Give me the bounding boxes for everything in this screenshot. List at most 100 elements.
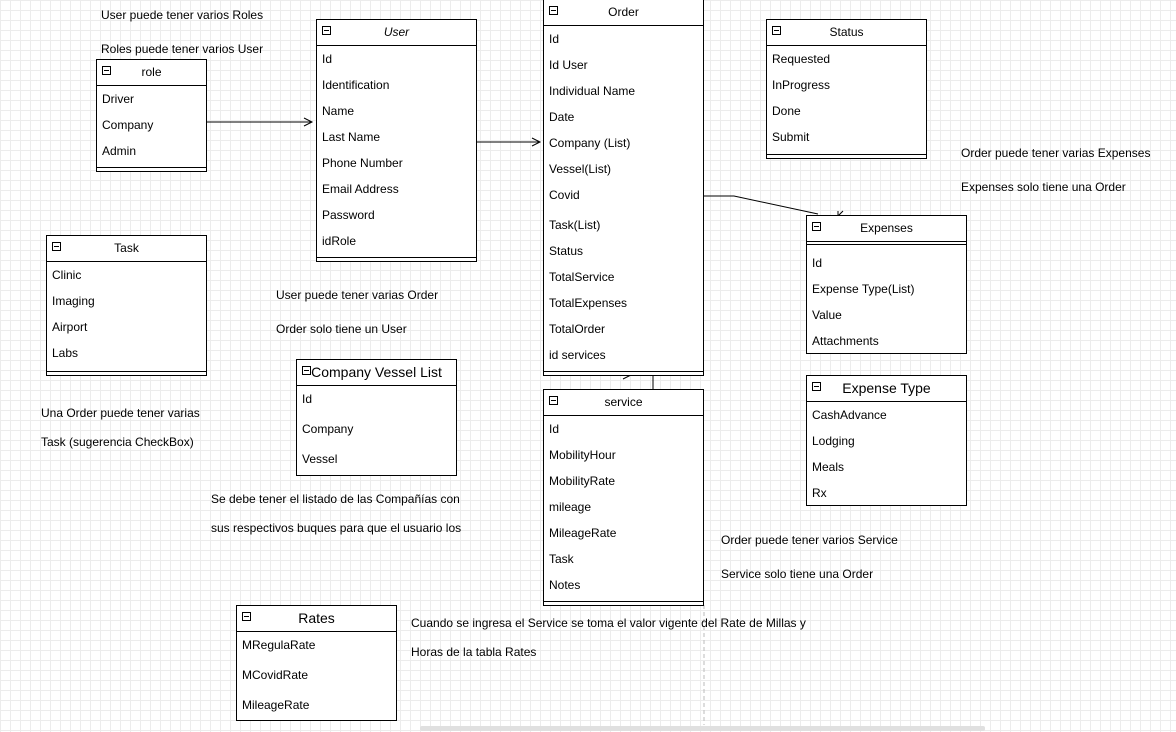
note-order-expenses: Order puede tener varias Expenses: [961, 146, 1151, 160]
entity-field: Individual Name: [549, 84, 636, 98]
entity-field: MCovidRate: [242, 668, 309, 682]
note-order-user: Order solo tiene un User: [276, 322, 407, 336]
entity-title: Task: [114, 241, 139, 255]
entity-field: Rx: [812, 486, 827, 500]
note-rates-line2: Horas de la tabla Rates: [411, 645, 537, 659]
entity-field: Expense Type(List): [812, 282, 915, 296]
entity-field: MRegulaRate: [242, 638, 316, 652]
collapse-icon[interactable]: [322, 26, 331, 35]
collapse-icon[interactable]: [812, 382, 821, 391]
entity-field: CashAdvance: [812, 408, 887, 422]
entity-field: Vessel(List): [549, 162, 612, 176]
entity-field: Covid: [549, 188, 580, 202]
entity-field: Id: [549, 422, 560, 436]
entity-title: User: [383, 25, 410, 39]
collapse-icon[interactable]: [772, 26, 781, 35]
note-order-tasks-line1: Una Order puede tener varias: [41, 406, 200, 420]
entity-field: TotalService: [549, 270, 615, 284]
entity-header: Expense Type: [807, 376, 966, 402]
entity-header: User: [317, 20, 476, 46]
arrowhead-role-user: [303, 117, 314, 127]
entity-field: Driver: [102, 92, 134, 106]
entity-header: Task: [47, 236, 206, 262]
entity-task[interactable]: Task Clinic Imaging Airport Labs: [46, 235, 207, 376]
entity-title: Expense Type: [842, 380, 931, 396]
entity-field: TotalExpenses: [549, 296, 628, 310]
entity-status[interactable]: Status Requested InProgress Done Submit: [766, 19, 927, 159]
note-service-order: Service solo tiene una Order: [721, 567, 874, 581]
entity-field: Task(List): [549, 218, 601, 232]
entity-field: Done: [772, 104, 801, 118]
note-user-orders: User puede tener varias Order: [276, 288, 439, 302]
entity-divider: [544, 601, 703, 602]
entity-field: MileageRate: [242, 698, 310, 712]
entity-field: Meals: [812, 460, 845, 474]
note-companies-line2: sus respectivos buques para que el usuar…: [211, 521, 462, 535]
entity-field: idRole: [322, 234, 357, 248]
entity-field: Task: [549, 552, 574, 566]
entity-service[interactable]: service Id MobilityHour MobilityRate mil…: [543, 389, 704, 606]
entity-field: Submit: [772, 130, 810, 144]
entity-field: MileageRate: [549, 526, 617, 540]
horizontal-scrollbar[interactable]: [420, 726, 985, 731]
collapse-icon[interactable]: [52, 242, 61, 251]
entity-title: service: [604, 395, 643, 409]
entity-divider: [97, 167, 206, 168]
entity-title: Company Vessel List: [311, 364, 442, 380]
arrowhead-user-order: [531, 137, 542, 147]
entity-expense-type[interactable]: Expense Type CashAdvance Lodging Meals R…: [806, 375, 967, 506]
entity-field: Requested: [772, 52, 831, 66]
entity-field: Airport: [52, 320, 88, 334]
entity-field: TotalOrder: [549, 322, 606, 336]
entity-rates[interactable]: Rates MRegulaRate MCovidRate MileageRate: [236, 605, 397, 721]
entity-field: Attachments: [812, 334, 879, 348]
collapse-icon[interactable]: [549, 6, 558, 15]
entity-field: Company: [302, 422, 354, 436]
connector-order-expenses: [704, 195, 819, 215]
entity-company-vessel-list[interactable]: Company Vessel List Id Company Vessel: [296, 359, 457, 476]
entity-field: mileage: [549, 500, 592, 514]
entity-divider: [544, 371, 703, 372]
note-user-roles: User puede tener varios Roles: [101, 8, 264, 22]
entity-title: Order: [608, 5, 639, 19]
entity-field: Admin: [102, 144, 137, 158]
note-order-tasks-line2: Task (sugerencia CheckBox): [41, 435, 194, 449]
entity-field: Imaging: [52, 294, 95, 308]
entity-title: Status: [829, 25, 864, 39]
collapse-icon[interactable]: [242, 612, 251, 621]
collapse-icon[interactable]: [302, 366, 311, 375]
note-order-services: Order puede tener varios Service: [721, 533, 898, 547]
entity-field: id services: [549, 348, 606, 362]
entity-divider: [767, 154, 926, 155]
entity-header: role: [97, 60, 206, 86]
entity-field: Company (List): [549, 136, 631, 150]
entity-field: Value: [812, 308, 842, 322]
entity-title: Expenses: [860, 221, 913, 235]
entity-header: Rates: [237, 606, 396, 632]
entity-field: Id User: [549, 58, 588, 72]
entity-field: Last Name: [322, 130, 381, 144]
note-companies-line1: Se debe tener el listado de las Compañía…: [211, 492, 460, 506]
entity-field: Company: [102, 118, 154, 132]
entity-field: Vessel: [302, 452, 338, 466]
collapse-icon[interactable]: [812, 222, 821, 231]
entity-divider: [317, 257, 476, 258]
entity-field: Id: [812, 256, 823, 270]
entity-field: Name: [322, 104, 355, 118]
entity-user[interactable]: User Id Identification Name Last Name Ph…: [316, 19, 477, 262]
entity-field: Password: [322, 208, 375, 222]
entity-field: Phone Number: [322, 156, 403, 170]
collapse-icon[interactable]: [102, 66, 111, 75]
entity-order[interactable]: Order Id Id User Individual Name Date Co…: [543, 0, 704, 376]
entity-field: Lodging: [812, 434, 855, 448]
entity-field: Id: [322, 52, 333, 66]
entity-field: Status: [549, 244, 584, 258]
entity-header: Expenses: [807, 216, 966, 241]
entity-field: Labs: [52, 346, 79, 360]
entity-role[interactable]: role Driver Company Admin: [96, 59, 207, 172]
entity-title: Rates: [298, 610, 335, 626]
collapse-icon[interactable]: [549, 396, 558, 405]
entity-expenses[interactable]: Expenses Id Expense Type(List) Value Att…: [806, 215, 967, 354]
entity-header: Company Vessel List: [297, 360, 456, 386]
entity-field: MobilityRate: [549, 474, 616, 488]
